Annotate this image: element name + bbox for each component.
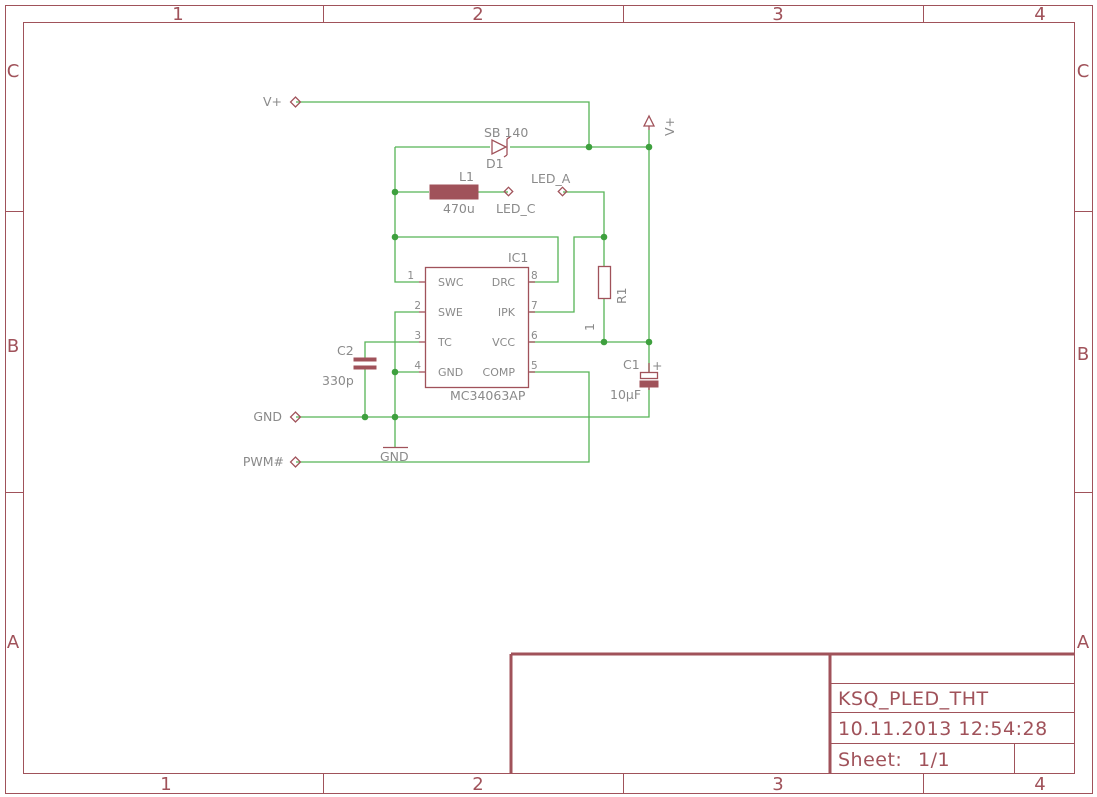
diode-name: D1 xyxy=(486,156,504,171)
ic-pin-name-comp: COMP xyxy=(483,366,516,379)
supply-vplus-symbol xyxy=(642,114,656,130)
ic-pin-number-8: 8 xyxy=(531,270,538,282)
title-block-sheet-label: Sheet: xyxy=(838,749,902,771)
frame-col-label-top-1: 1 xyxy=(172,4,183,25)
capacitor-c1-symbol xyxy=(639,363,659,390)
ic-pin-name-vcc: VCC xyxy=(492,336,515,349)
ic-mc34063-symbol xyxy=(419,266,535,389)
inductor-l1-symbol xyxy=(429,184,479,200)
capacitor-c1-name: C1 xyxy=(623,357,640,372)
ic-pin-number-1: 1 xyxy=(407,270,414,282)
frame-col-label-top-4: 4 xyxy=(1034,4,1045,25)
ic-pin-number-2: 2 xyxy=(414,300,421,312)
frame-col-label-bottom-2: 2 xyxy=(472,774,483,795)
port-gnd-label: GND xyxy=(253,409,282,424)
port-led-c-symbol xyxy=(503,186,514,197)
net-junctions xyxy=(361,143,653,421)
ic-name: IC1 xyxy=(508,250,528,265)
port-led-a-symbol xyxy=(557,186,568,197)
port-vplus-label: V+ xyxy=(263,94,282,109)
title-block-datetime: 10.11.2013 12:54:28 xyxy=(838,718,1048,740)
diode-value: SB 140 xyxy=(484,125,528,140)
capacitor-c1-polarity: + xyxy=(652,358,662,373)
title-block xyxy=(509,652,1075,774)
ic-pin-name-ipk: IPK xyxy=(498,306,516,319)
port-pwm xyxy=(289,456,302,468)
capacitor-c1-value: 10µF xyxy=(610,387,641,402)
capacitor-c2-value: 330p xyxy=(322,373,354,388)
ic-pin-name-gnd: GND xyxy=(438,366,463,379)
ic-pin-name-swe: SWE xyxy=(438,306,463,319)
resistor-name: R1 xyxy=(614,287,629,304)
frame-row-label-right-c: C xyxy=(1077,61,1090,82)
frame-col-label-top-3: 3 xyxy=(772,4,783,25)
ic-pin-name-swc: SWC xyxy=(438,276,464,289)
frame-col-label-bottom-3: 3 xyxy=(772,774,783,795)
ic-pin-number-3: 3 xyxy=(414,330,421,342)
ic-pin-name-tc: TC xyxy=(437,336,452,349)
ic-pin-number-5: 5 xyxy=(531,360,538,372)
port-led-c-label: LED_C xyxy=(496,201,536,216)
port-pwm-label: PWM# xyxy=(243,454,284,469)
frame-row-label-left-a: A xyxy=(7,632,20,653)
ic-pin-number-6: 6 xyxy=(531,330,538,342)
inductor-name: L1 xyxy=(459,169,474,184)
frame-col-label-bottom-1: 1 xyxy=(160,774,171,795)
supply-vplus-label: V+ xyxy=(662,117,677,136)
frame-row-label-left-c: C xyxy=(7,61,20,82)
port-gnd xyxy=(289,411,302,423)
port-led-a-label: LED_A xyxy=(531,171,571,186)
drawing-frame xyxy=(5,5,1093,794)
resistor-r1-symbol xyxy=(597,265,612,300)
title-block-sheet-value: 1/1 xyxy=(918,749,950,771)
capacitor-c2-symbol xyxy=(353,357,377,370)
net-wires xyxy=(296,101,650,463)
frame-row-label-right-a: A xyxy=(1077,632,1090,653)
ic-value: MC34063AP xyxy=(450,388,526,403)
inductor-value: 470u xyxy=(443,201,475,216)
supply-gnd-label: GND xyxy=(380,449,409,464)
frame-col-label-top-2: 2 xyxy=(472,4,483,25)
frame-row-label-left-b: B xyxy=(7,336,19,357)
port-vplus xyxy=(289,96,302,108)
title-block-title: KSQ_PLED_THT xyxy=(838,688,989,710)
capacitor-c2-name: C2 xyxy=(337,343,354,358)
ic-pin-number-4: 4 xyxy=(414,360,421,372)
diode-d1-symbol xyxy=(491,136,511,158)
frame-col-label-bottom-4: 4 xyxy=(1034,774,1045,795)
ic-pin-name-drc: DRC xyxy=(492,276,516,289)
ic-pin-number-7: 7 xyxy=(531,300,538,312)
frame-row-label-right-b: B xyxy=(1077,344,1089,365)
resistor-value: 1 xyxy=(582,323,597,331)
